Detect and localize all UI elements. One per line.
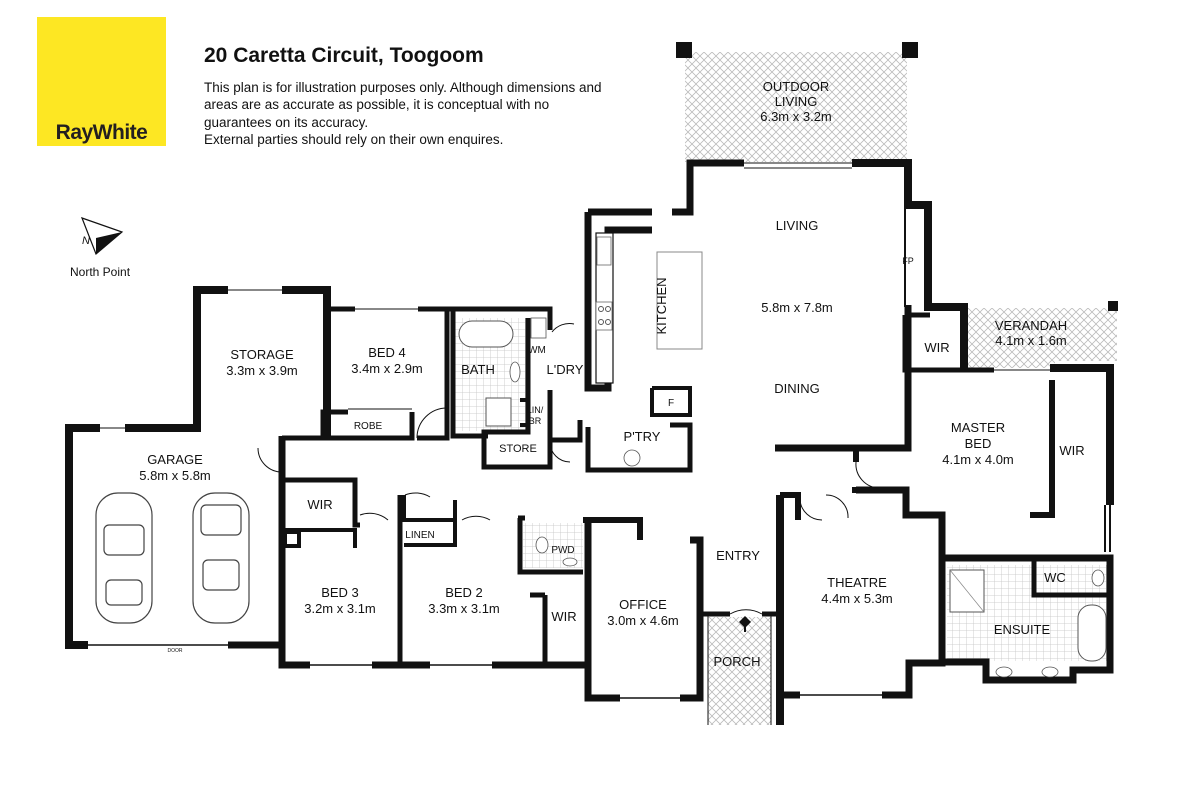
verandah-area bbox=[964, 308, 1117, 368]
robe-label: ROBE bbox=[354, 421, 383, 432]
kitchen-label: KITCHEN bbox=[654, 277, 669, 334]
bathtub-icon bbox=[458, 320, 514, 348]
bed3-label: BED 3 bbox=[321, 585, 359, 600]
lin-br-label: BR bbox=[529, 416, 542, 426]
disclaimer-line: guarantees on its accuracy. bbox=[204, 115, 369, 130]
living-dining-size: 5.8m x 7.8m bbox=[761, 300, 833, 315]
bed3-wir-label: WIR bbox=[307, 497, 332, 512]
shower-icon bbox=[485, 397, 512, 427]
outdoor-living-area bbox=[685, 52, 907, 162]
cooktop-icon bbox=[595, 301, 613, 331]
bath-label: BATH bbox=[461, 362, 495, 377]
master-wir-right-label: WIR bbox=[1059, 443, 1084, 458]
pwd-label: PWD bbox=[551, 545, 574, 556]
entry-label: ENTRY bbox=[716, 548, 760, 563]
disclaimer-line: areas are as accurate as possible, it is… bbox=[204, 97, 550, 112]
master-bed-label: MASTER bbox=[951, 420, 1005, 435]
laundry-label: L'DRY bbox=[547, 362, 584, 377]
bed2-wir-label: WIR bbox=[551, 609, 576, 624]
outdoor-living-size: 6.3m x 3.2m bbox=[760, 109, 832, 124]
outdoor-living-label: LIVING bbox=[775, 94, 818, 109]
theatre-label: THEATRE bbox=[827, 575, 887, 590]
bed2-size: 3.3m x 3.1m bbox=[428, 601, 500, 616]
living-label: LIVING bbox=[776, 218, 819, 233]
store-label: STORE bbox=[499, 443, 537, 455]
kitchen-island bbox=[656, 251, 703, 350]
north-arrow-icon: N bbox=[80, 217, 124, 256]
walls bbox=[65, 159, 1114, 725]
sink-icon bbox=[596, 236, 612, 266]
ensuite-bath-icon bbox=[1077, 604, 1107, 662]
wc-label: WC bbox=[1044, 570, 1066, 585]
porch-area bbox=[708, 617, 771, 725]
property-title: 20 Caretta Circuit, Toogoom bbox=[204, 44, 484, 67]
garage-label: GARAGE bbox=[147, 452, 203, 467]
porch-label: PORCH bbox=[714, 654, 761, 669]
north-letter: N bbox=[82, 235, 90, 247]
verandah-size: 4.1m x 1.6m bbox=[995, 333, 1067, 348]
linen-label: LINEN bbox=[405, 530, 434, 541]
north-point-label: North Point bbox=[70, 265, 131, 279]
logo-text: RayWhite bbox=[55, 121, 148, 144]
dining-label: DINING bbox=[774, 381, 820, 396]
disclaimer-line: External parties should rely on their ow… bbox=[204, 132, 504, 147]
bed4-size: 3.4m x 2.9m bbox=[351, 361, 423, 376]
wm-label: WM bbox=[528, 345, 546, 356]
ensuite-label: ENSUITE bbox=[994, 622, 1051, 637]
bed4-label: BED 4 bbox=[368, 345, 406, 360]
verandah-label: VERANDAH bbox=[995, 318, 1067, 333]
disclaimer-line: This plan is for illustration purposes o… bbox=[204, 80, 602, 95]
raywhite-logo: RayWhite bbox=[37, 17, 166, 146]
office-label: OFFICE bbox=[619, 597, 667, 612]
storage-size: 3.3m x 3.9m bbox=[226, 363, 298, 378]
lin-br-label: LIN/ bbox=[527, 405, 544, 415]
office-size: 3.0m x 4.6m bbox=[607, 613, 679, 628]
master-bed-label: BED bbox=[965, 436, 992, 451]
car-icon bbox=[95, 492, 153, 624]
bed2-label: BED 2 bbox=[445, 585, 483, 600]
pantry-label: P'TRY bbox=[624, 429, 661, 444]
garage-size: 5.8m x 5.8m bbox=[139, 468, 211, 483]
fireplace-label: FP bbox=[902, 256, 914, 266]
outdoor-living-label: OUTDOOR bbox=[763, 79, 829, 94]
car-icon bbox=[192, 492, 250, 624]
storage-label: STORAGE bbox=[230, 347, 294, 362]
bed3-size: 3.2m x 3.1m bbox=[304, 601, 376, 616]
theatre-size: 4.4m x 5.3m bbox=[821, 591, 893, 606]
garage-door-label: DOOR bbox=[168, 648, 183, 654]
master-bed-size: 4.1m x 4.0m bbox=[942, 452, 1014, 467]
fridge-label: F bbox=[668, 398, 674, 409]
master-wir-label: WIR bbox=[924, 340, 949, 355]
